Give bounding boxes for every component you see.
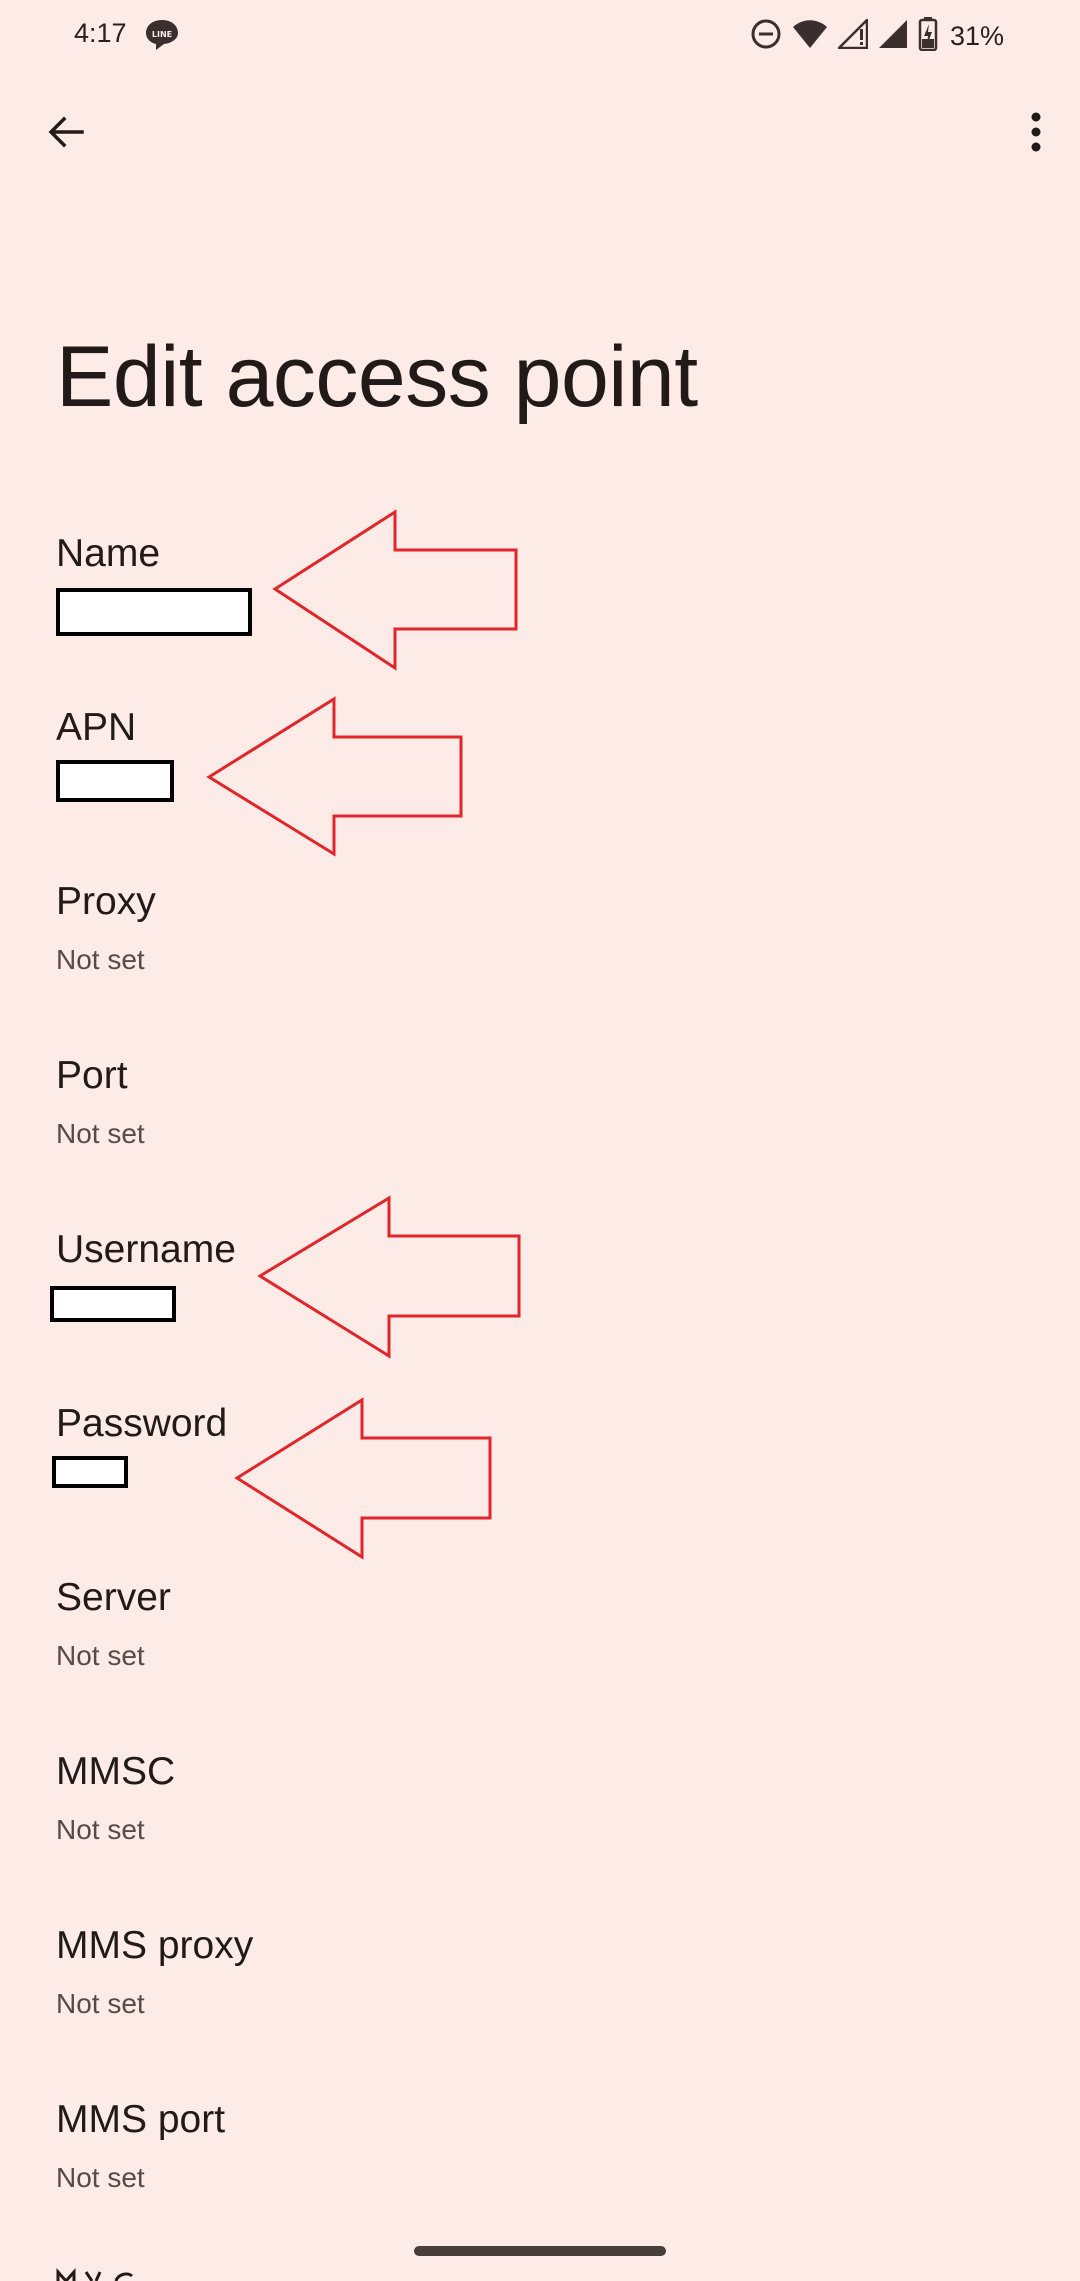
pref-proxy[interactable]: Proxy Not set (0, 848, 1080, 1022)
pref-title: Proxy (56, 880, 156, 923)
pref-title: Port (56, 1054, 128, 1097)
status-icons: 31% (750, 16, 1004, 56)
battery-percentage: 31% (949, 20, 1004, 51)
svg-text:LINE: LINE (152, 30, 172, 39)
preference-list: Name APN Proxy Not set Port Not set User… (0, 500, 1080, 2240)
line-app-icon: LINE (144, 18, 180, 50)
pref-next-partial (56, 2262, 166, 2281)
pref-summary: Not set (56, 944, 145, 975)
do-not-disturb-icon (750, 18, 782, 55)
pref-title: Username (56, 1228, 236, 1271)
gesture-nav-handle[interactable] (414, 2246, 666, 2256)
status-bar: 4:17 LINE (0, 0, 1080, 72)
pref-name[interactable]: Name (0, 500, 1080, 674)
pref-password[interactable]: Password (0, 1370, 1080, 1544)
pref-summary: Not set (56, 1118, 145, 1149)
redacted-value (52, 1456, 128, 1488)
pref-summary: Not set (56, 1988, 145, 2019)
redacted-value (50, 1286, 176, 1322)
wifi-icon (792, 19, 828, 54)
top-app-bar (0, 96, 1080, 176)
pref-title: Password (56, 1402, 228, 1445)
more-options-button[interactable] (998, 96, 1074, 172)
page-title: Edit access point (56, 329, 698, 425)
redacted-value (56, 588, 252, 636)
pref-title: APN (56, 706, 137, 749)
arrow-back-icon (44, 110, 88, 159)
pref-title: Server (56, 1576, 171, 1619)
pref-title: Name (56, 532, 161, 575)
pref-username[interactable]: Username (0, 1196, 1080, 1370)
pref-title: MMSC (56, 1750, 176, 1793)
more-vert-icon (1030, 110, 1042, 159)
pref-apn[interactable]: APN (0, 674, 1080, 848)
pref-mms-proxy[interactable]: MMS proxy Not set (0, 1892, 1080, 2066)
battery-charging-icon (918, 16, 938, 56)
pref-title: MMS port (56, 2098, 226, 2141)
signal-icon (878, 19, 908, 54)
pref-server[interactable]: Server Not set (0, 1544, 1080, 1718)
back-button[interactable] (28, 96, 104, 172)
pref-summary: Not set (56, 2162, 145, 2193)
redacted-value (56, 760, 174, 802)
pref-summary: Not set (56, 1640, 145, 1671)
pref-summary: Not set (56, 1814, 145, 1845)
status-time: 4:17 (74, 18, 127, 48)
pref-mmsc[interactable]: MMSC Not set (0, 1718, 1080, 1892)
pref-title: MMS proxy (56, 1924, 254, 1967)
pref-port[interactable]: Port Not set (0, 1022, 1080, 1196)
pref-mms-port[interactable]: MMS port Not set (0, 2066, 1080, 2240)
signal-no-data-icon (835, 16, 869, 54)
